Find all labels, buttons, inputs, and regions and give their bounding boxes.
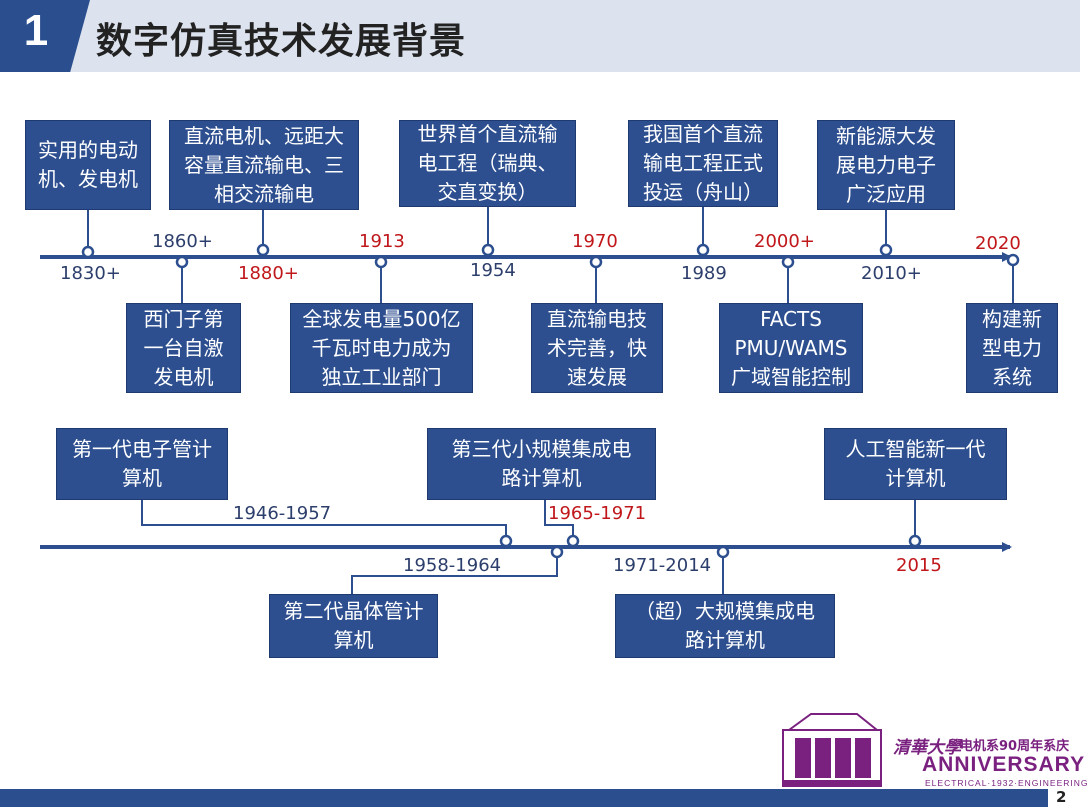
footer-bar xyxy=(0,789,1048,807)
year-label: 2020 xyxy=(975,233,1021,254)
event-box: 直流电机、远距大 容量直流输电、三 相交流输电 xyxy=(169,120,359,210)
year-label: 1860+ xyxy=(152,231,213,252)
event-box: 直流输电技 术完善，快 速发展 xyxy=(531,303,663,393)
computer-gen-box: （超）大规模集成电 路计算机 xyxy=(615,594,835,658)
department-celebration: 电机系90周年系庆 xyxy=(960,739,1070,754)
node-gen1 xyxy=(499,534,513,548)
node-1970 xyxy=(589,255,603,269)
anniversary-text: ANNIVERSARY xyxy=(922,753,1086,776)
node-1880 xyxy=(256,243,270,257)
section-number: 1 xyxy=(23,6,49,55)
computer-gen-box: 第三代小规模集成电 路计算机 xyxy=(427,428,656,500)
year-label: 1880+ xyxy=(238,263,299,284)
year-label: 1830+ xyxy=(60,263,121,284)
node-gen2 xyxy=(550,545,564,559)
page-title: 数字仿真技术发展背景 xyxy=(96,21,467,62)
computer-gen-box: 人工智能新一代 计算机 xyxy=(824,428,1007,500)
node-gen5 xyxy=(908,534,922,548)
node-2020 xyxy=(1006,253,1020,267)
node-gen4 xyxy=(716,545,730,559)
node-2010 xyxy=(879,243,893,257)
header-band xyxy=(0,0,1080,72)
year-label: 1913 xyxy=(359,231,405,252)
event-box: 全球发电量500亿 千瓦时电力成为 独立工业部门 xyxy=(290,303,473,393)
event-box: 我国首个直流 输电工程正式 投运（舟山） xyxy=(628,120,778,207)
node-1954 xyxy=(481,243,495,257)
period-label: 1965-1971 xyxy=(548,503,647,524)
period-label: 1971-2014 xyxy=(613,555,712,576)
year-label: 1970 xyxy=(572,231,618,252)
node-1989 xyxy=(696,243,710,257)
year-label: 1989 xyxy=(681,263,727,284)
event-box: 构建新 型电力 系统 xyxy=(966,303,1058,393)
event-box: FACTS PMU/WAMS 广域智能控制 xyxy=(719,303,863,393)
period-label: 1958-1964 xyxy=(403,555,502,576)
node-1830 xyxy=(81,245,95,259)
university-name: 清華大學 xyxy=(893,738,961,758)
event-box: 实用的电动 机、发电机 xyxy=(25,120,151,210)
page-number: 2 xyxy=(1056,788,1067,806)
year-label: 2000+ xyxy=(754,231,815,252)
node-2000 xyxy=(781,255,795,269)
event-box: 新能源大发 展电力电子 广泛应用 xyxy=(817,120,955,210)
period-label: 1946-1957 xyxy=(233,503,332,524)
anniversary-logo-icon xyxy=(782,713,882,787)
computer-gen-box: 第二代晶体管计 算机 xyxy=(269,594,438,658)
year-label: 2010+ xyxy=(861,263,922,284)
event-box: 西门子第 一台自激 发电机 xyxy=(126,303,241,393)
year-label: 1954 xyxy=(470,260,516,281)
event-box: 世界首个直流输 电工程（瑞典、 交直变换） xyxy=(399,120,576,207)
node-gen3 xyxy=(566,534,580,548)
computer-gen-box: 第一代电子管计 算机 xyxy=(56,428,228,500)
node-1913 xyxy=(374,255,388,269)
period-label: 2015 xyxy=(896,555,942,576)
anniversary-subtitle: ELECTRICAL·1932·ENGINEERING xyxy=(925,778,1089,788)
node-1860 xyxy=(175,255,189,269)
